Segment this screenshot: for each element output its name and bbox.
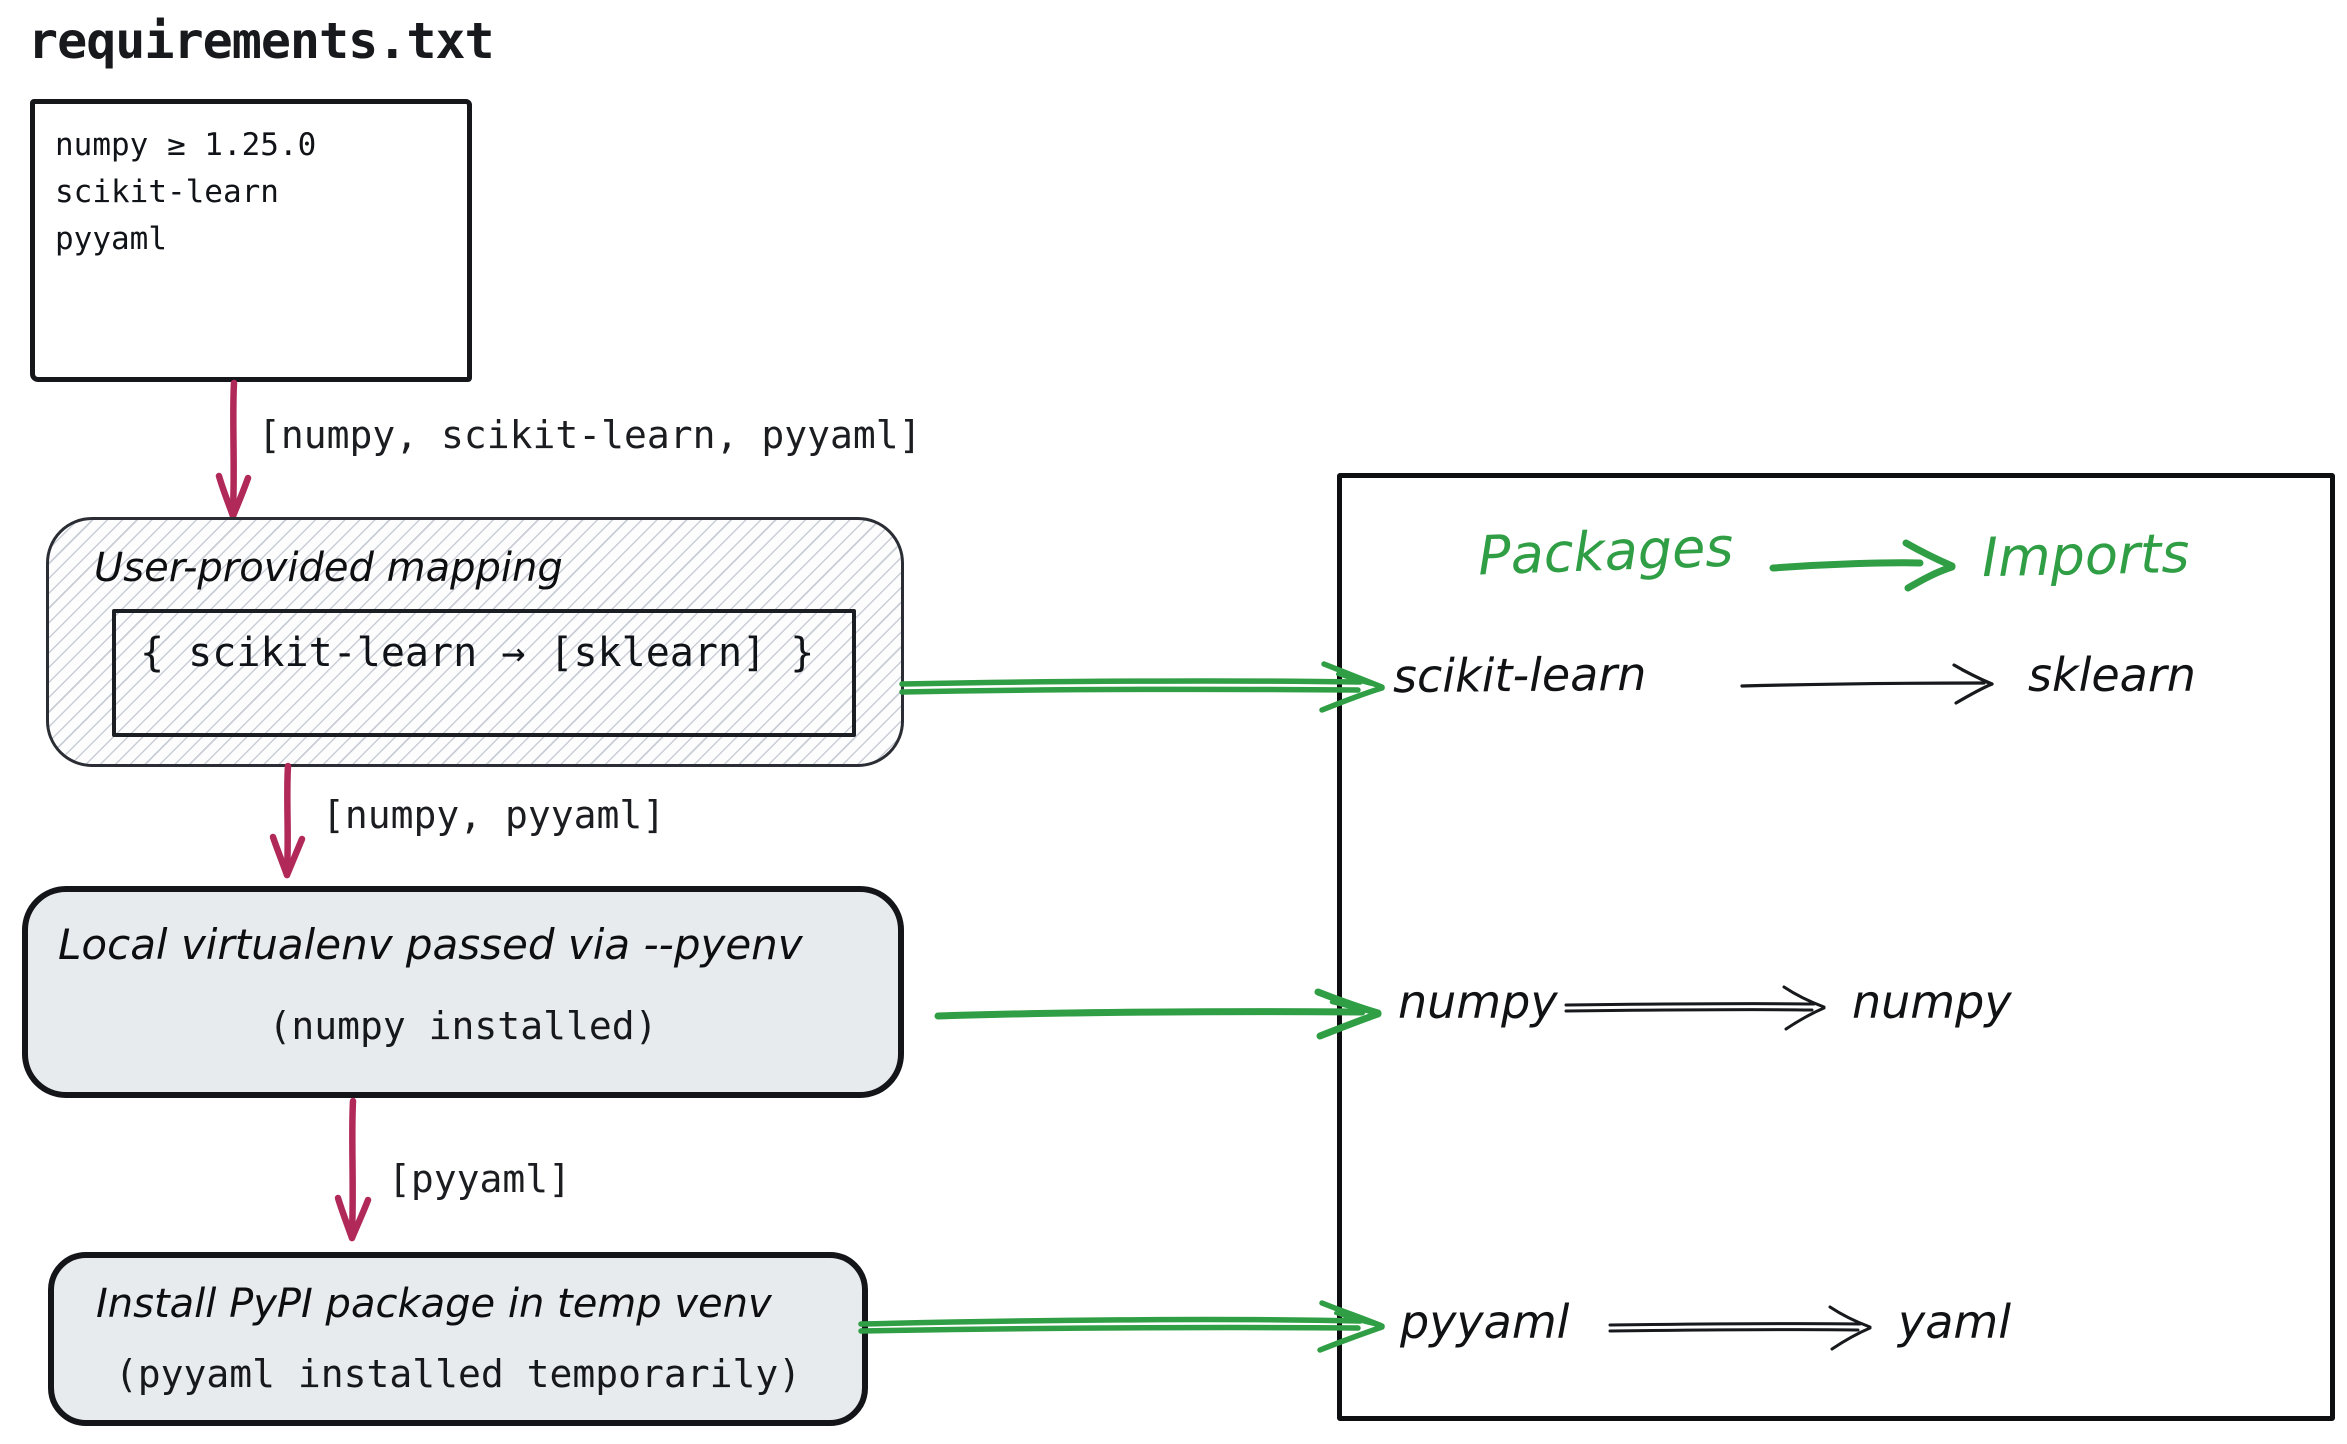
local-virtualenv-title: Local virtualenv passed via --pyenv	[58, 920, 803, 969]
package-name: pyyaml	[1400, 1295, 1570, 1349]
requirements-file-box: numpy ≥ 1.25.0 scikit-learn pyyaml	[30, 99, 472, 382]
right-arrow-icon	[1740, 663, 1994, 705]
requirements-file-title: requirements.txt	[28, 12, 495, 70]
double-right-arrow-icon	[1564, 985, 1826, 1031]
mapping-code: { scikit-learn → [sklearn] }	[140, 630, 815, 676]
edge-label-requirements-to-mapping: [numpy, scikit-learn, pyyaml]	[258, 413, 922, 457]
requirement-line: numpy ≥ 1.25.0	[55, 127, 317, 163]
requirement-line: pyyaml	[55, 221, 167, 257]
local-virtualenv-note: (numpy installed)	[268, 1004, 658, 1048]
edge-label-venv-to-pypi: [pyyaml]	[388, 1157, 572, 1201]
connector-arrow-mapping-to-row-icon	[899, 661, 1385, 713]
user-provided-mapping-box	[46, 517, 904, 767]
package-import-panel	[1337, 473, 2335, 1421]
pypi-install-note: (pyyaml installed temporarily)	[114, 1352, 802, 1396]
right-arrow-icon	[1769, 539, 1956, 592]
down-arrow-icon	[269, 762, 306, 879]
down-arrow-icon	[215, 379, 252, 520]
down-arrow-icon	[334, 1097, 372, 1242]
requirement-line: scikit-learn	[55, 174, 279, 210]
local-virtualenv-box	[22, 886, 904, 1098]
connector-arrow-pypi-to-row-icon	[858, 1300, 1385, 1353]
import-name: numpy	[1852, 975, 2012, 1029]
pypi-install-box	[48, 1252, 868, 1426]
import-name: yaml	[1898, 1295, 2012, 1349]
panel-header-packages: Packages	[1476, 515, 1735, 588]
package-name: numpy	[1398, 975, 1558, 1029]
panel-header-imports: Imports	[1981, 521, 2190, 590]
pypi-install-title: Install PyPI package in temp venv	[96, 1281, 772, 1327]
user-provided-mapping-title: User-provided mapping	[94, 545, 563, 591]
edge-label-mapping-to-venv: [numpy, pyyaml]	[322, 793, 666, 837]
mapping-code-box: { scikit-learn → [sklearn] }	[112, 609, 856, 737]
double-right-arrow-icon	[1608, 1305, 1872, 1351]
import-name: sklearn	[2028, 648, 2196, 702]
connector-arrow-venv-to-row-icon	[934, 988, 1382, 1040]
package-name: scikit-learn	[1392, 646, 1647, 704]
